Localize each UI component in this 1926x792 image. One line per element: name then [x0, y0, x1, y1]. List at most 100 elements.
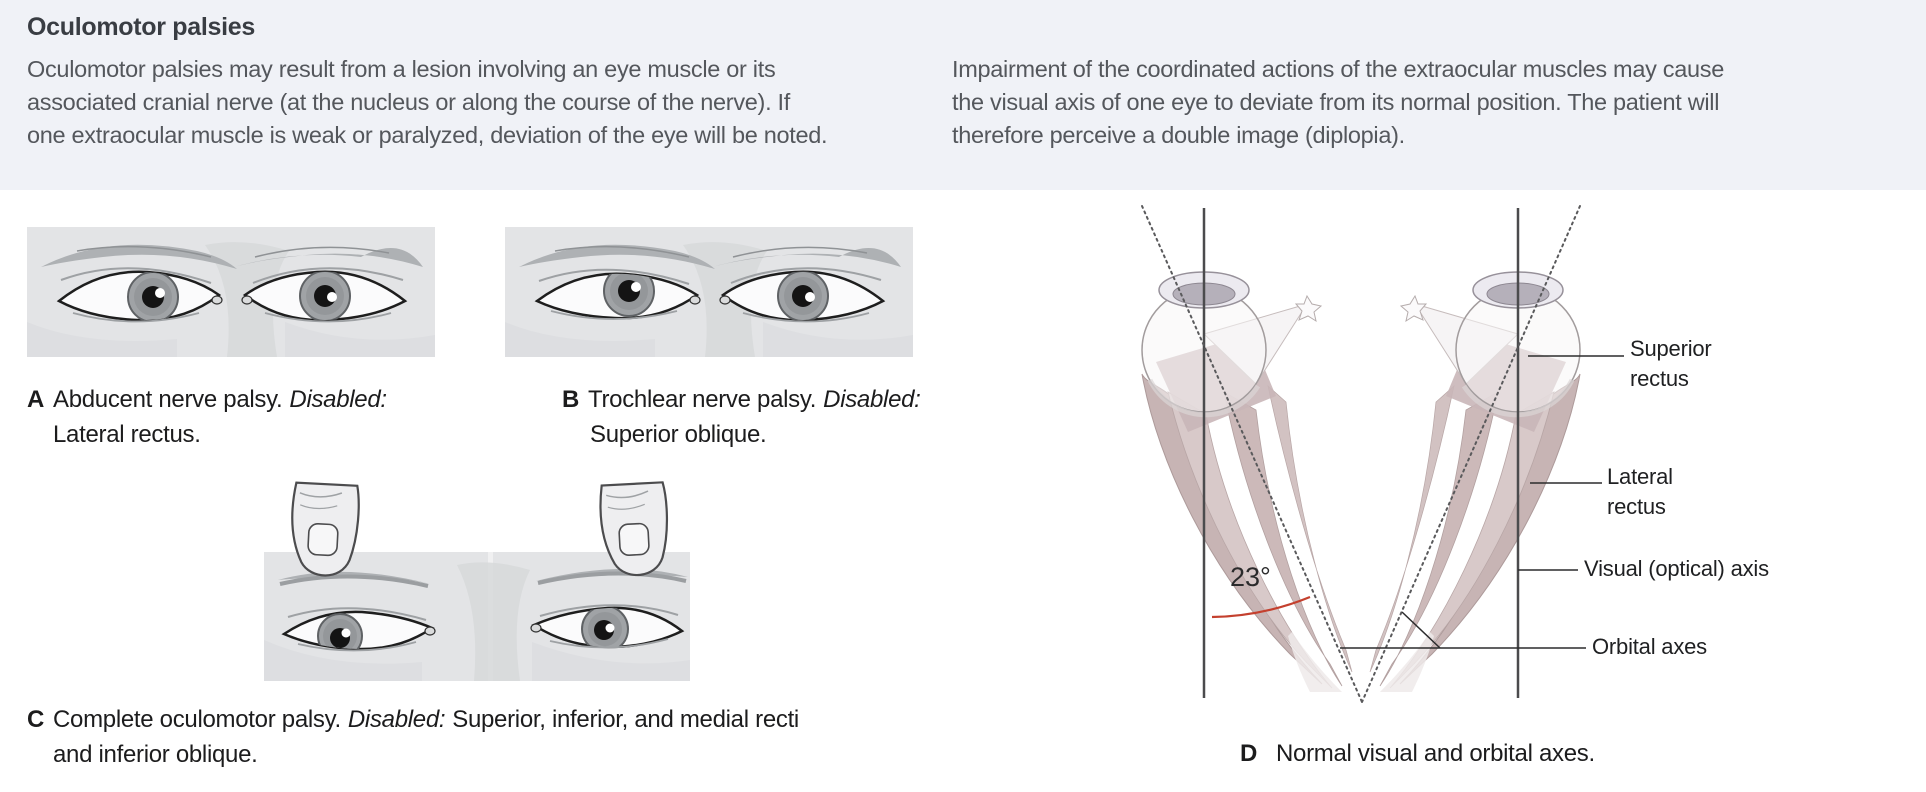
caption-c-line2: and inferior oblique.: [53, 741, 258, 768]
caption-b-italic: Disabled:: [823, 386, 921, 413]
page-title: Oculomotor palsies: [27, 13, 255, 41]
eye-left-hypertropic: [519, 244, 715, 320]
eye-right-central: [530, 568, 688, 649]
eye-right-straight: [705, 246, 901, 323]
caption-a-line2: Lateral rectus.: [53, 421, 201, 448]
eyebrow: [519, 244, 715, 269]
paragraph-line: Impairment of the coordinated actions of…: [952, 56, 1724, 82]
label-lateral-rectus: Lateral rectus: [1607, 464, 1673, 519]
eyebrow-hair-line: [76, 245, 212, 258]
finger-crease: [299, 492, 343, 498]
eyebrow: [227, 248, 423, 269]
cheek-shading: [505, 322, 655, 357]
finger-crease: [300, 504, 338, 510]
caruncle: [211, 295, 223, 305]
caption-d-label: D: [1240, 740, 1258, 767]
caption-a-label: A: [27, 386, 45, 413]
intro-paragraph-left: Oculomotor palsies may result from a les…: [27, 53, 828, 152]
lower-lid-line: [297, 641, 417, 652]
eyes-illustration-a: [27, 227, 435, 357]
caption-b-text: Trochlear nerve palsy.: [588, 386, 817, 413]
eye-left-adducted: [41, 244, 237, 323]
iris-group: [581, 607, 629, 647]
figure-d-diagram: [1100, 190, 1926, 710]
nose-shading: [457, 562, 530, 681]
eyebrow-band: [537, 571, 687, 585]
upper-lid-crease: [539, 604, 679, 617]
header-band: [0, 0, 1926, 190]
caption-c-label: C: [27, 706, 45, 733]
caption-c-text-after: Superior, inferior, and medial recti: [452, 706, 799, 733]
upper-lid-crease: [730, 267, 882, 284]
cheek-shading: [763, 322, 913, 357]
finger-left: [291, 481, 360, 577]
label-orbital-axes: Orbital axes: [1592, 634, 1707, 659]
fingernail: [307, 522, 339, 557]
orbital-axis-line-right: [1361, 205, 1581, 703]
caruncle: [241, 295, 253, 305]
iris-group: [603, 273, 655, 317]
caption-c: C Complete oculomotor palsy.Disabled:Supe…: [27, 706, 799, 768]
caption-c-text: Complete oculomotor palsy.: [53, 706, 341, 733]
caruncle: [719, 295, 731, 305]
eyebrow-hair-line: [254, 246, 390, 258]
orbital-axes-diagram: [1100, 205, 1624, 703]
lower-lid-line: [72, 312, 200, 323]
eyes-illustration-b: [505, 227, 913, 357]
finger-crease: [607, 503, 645, 510]
caruncle: [424, 626, 436, 636]
cheek-shading: [27, 322, 177, 357]
lower-lid-line: [742, 312, 870, 323]
eye-right-straight: [227, 246, 423, 323]
lower-lid-line: [264, 312, 392, 323]
iris-group: [299, 271, 351, 321]
caruncle: [689, 295, 701, 305]
upper-lid-crease: [287, 607, 427, 621]
paragraph-line: associated cranial nerve (at the nucleus…: [27, 89, 790, 115]
intro-paragraph-right: Impairment of the coordinated actions of…: [952, 53, 1724, 152]
caption-d-text: Normal visual and orbital axes.: [1276, 740, 1595, 767]
left-eye-unit: [1142, 272, 1352, 692]
label-visual-axis: Visual (optical) axis: [1584, 556, 1769, 581]
pupil-highlight: [155, 288, 165, 298]
upper-lid-crease: [60, 267, 212, 284]
eyebrow-hair-line: [732, 246, 868, 258]
pupil-highlight: [805, 292, 815, 302]
eyebrow-band: [279, 574, 429, 588]
caption-c-italic: Disabled:: [347, 706, 446, 733]
upper-lid-crease: [252, 267, 404, 284]
upper-lid-crease: [538, 268, 690, 285]
right-eye-unit: [1370, 272, 1580, 692]
label-superior-rectus: Superior rectus: [1630, 336, 1712, 391]
caption-b-line2: Superior oblique.: [590, 421, 767, 448]
cheek-shading: [532, 642, 690, 681]
iris-group: [127, 271, 179, 321]
caption-b-label: B: [562, 386, 580, 413]
orbital-axis-line-left: [1141, 205, 1363, 703]
paragraph-line: Oculomotor palsies may result from a les…: [27, 56, 776, 82]
finger-crease: [605, 490, 649, 499]
leader-orbital-axes-tick: [1401, 611, 1441, 649]
fingernail: [618, 522, 650, 556]
figure-c-illustration: [262, 470, 692, 682]
paragraph-line: the visual axis of one eye to deviate fr…: [952, 89, 1720, 115]
caption-b: B Trochlear nerve palsy.Disabled: Superio…: [562, 386, 921, 448]
pupil-highlight: [341, 628, 351, 638]
paragraph-line: one extraocular muscle is weak or paraly…: [27, 122, 828, 148]
caruncle: [530, 623, 542, 633]
cheek-shading: [285, 322, 435, 357]
pupil-highlight: [327, 292, 337, 302]
figure-a-illustration: [27, 227, 435, 357]
finger-right: [599, 481, 669, 577]
paragraph-line: therefore perceive a double image (diplo…: [952, 122, 1405, 148]
iris-group: [777, 271, 829, 321]
angle-arc: [1211, 595, 1311, 619]
lower-lid-line: [549, 638, 669, 649]
eyebrow: [705, 248, 901, 269]
eyebrow-hair-line: [554, 245, 690, 258]
caption-a-text: Abducent nerve palsy.: [53, 386, 283, 413]
pupil-highlight: [631, 282, 641, 292]
eyebrow: [41, 244, 237, 269]
